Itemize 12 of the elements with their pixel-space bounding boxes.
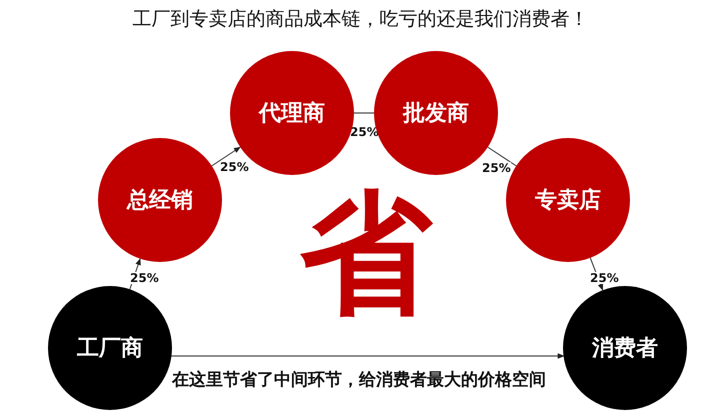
edge-label: 25% — [130, 272, 159, 284]
big-character: 省 — [300, 188, 432, 320]
circle-node: 总经销 — [98, 138, 222, 262]
connector-line — [487, 146, 517, 166]
arrow — [170, 353, 565, 359]
connector-line — [354, 112, 374, 114]
title: 工厂到专卖店的商品成本链，吃亏的还是我们消费者！ — [132, 7, 590, 32]
edge-label: 在这里节省了中间环节，给消费者最大的价格空间 — [172, 372, 546, 389]
edge-label: 25% — [590, 272, 619, 284]
arrow — [211, 146, 241, 166]
circle-node: 消费者 — [563, 286, 687, 410]
circle-node: 工厂商 — [48, 286, 172, 410]
